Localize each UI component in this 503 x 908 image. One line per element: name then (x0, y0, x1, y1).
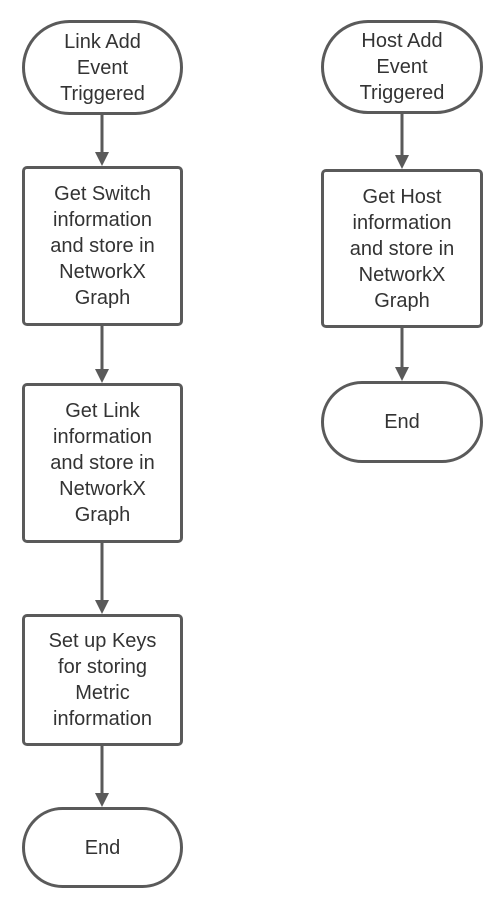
arrow-link-start-to-switch (95, 114, 109, 166)
link-add-event-terminal: Link Add Event Triggered (22, 20, 183, 115)
arrow-keys-to-link-end (95, 745, 109, 807)
get-link-info-step: Get Link information and store in Networ… (22, 383, 183, 543)
host-add-event-terminal: Host Add Event Triggered (321, 20, 483, 114)
get-host-info-step: Get Host information and store in Networ… (321, 169, 483, 328)
arrow-switch-to-link-info (95, 325, 109, 383)
host-flow-end-terminal: End (321, 381, 483, 463)
get-switch-info-step: Get Switch information and store in Netw… (22, 166, 183, 326)
setup-metric-keys-step: Set up Keys for storing Metric informati… (22, 614, 183, 746)
arrow-link-info-to-keys (95, 542, 109, 614)
arrow-host-start-to-host-info (395, 113, 409, 169)
link-flow-end-terminal: End (22, 807, 183, 888)
arrow-host-info-to-host-end (395, 327, 409, 381)
